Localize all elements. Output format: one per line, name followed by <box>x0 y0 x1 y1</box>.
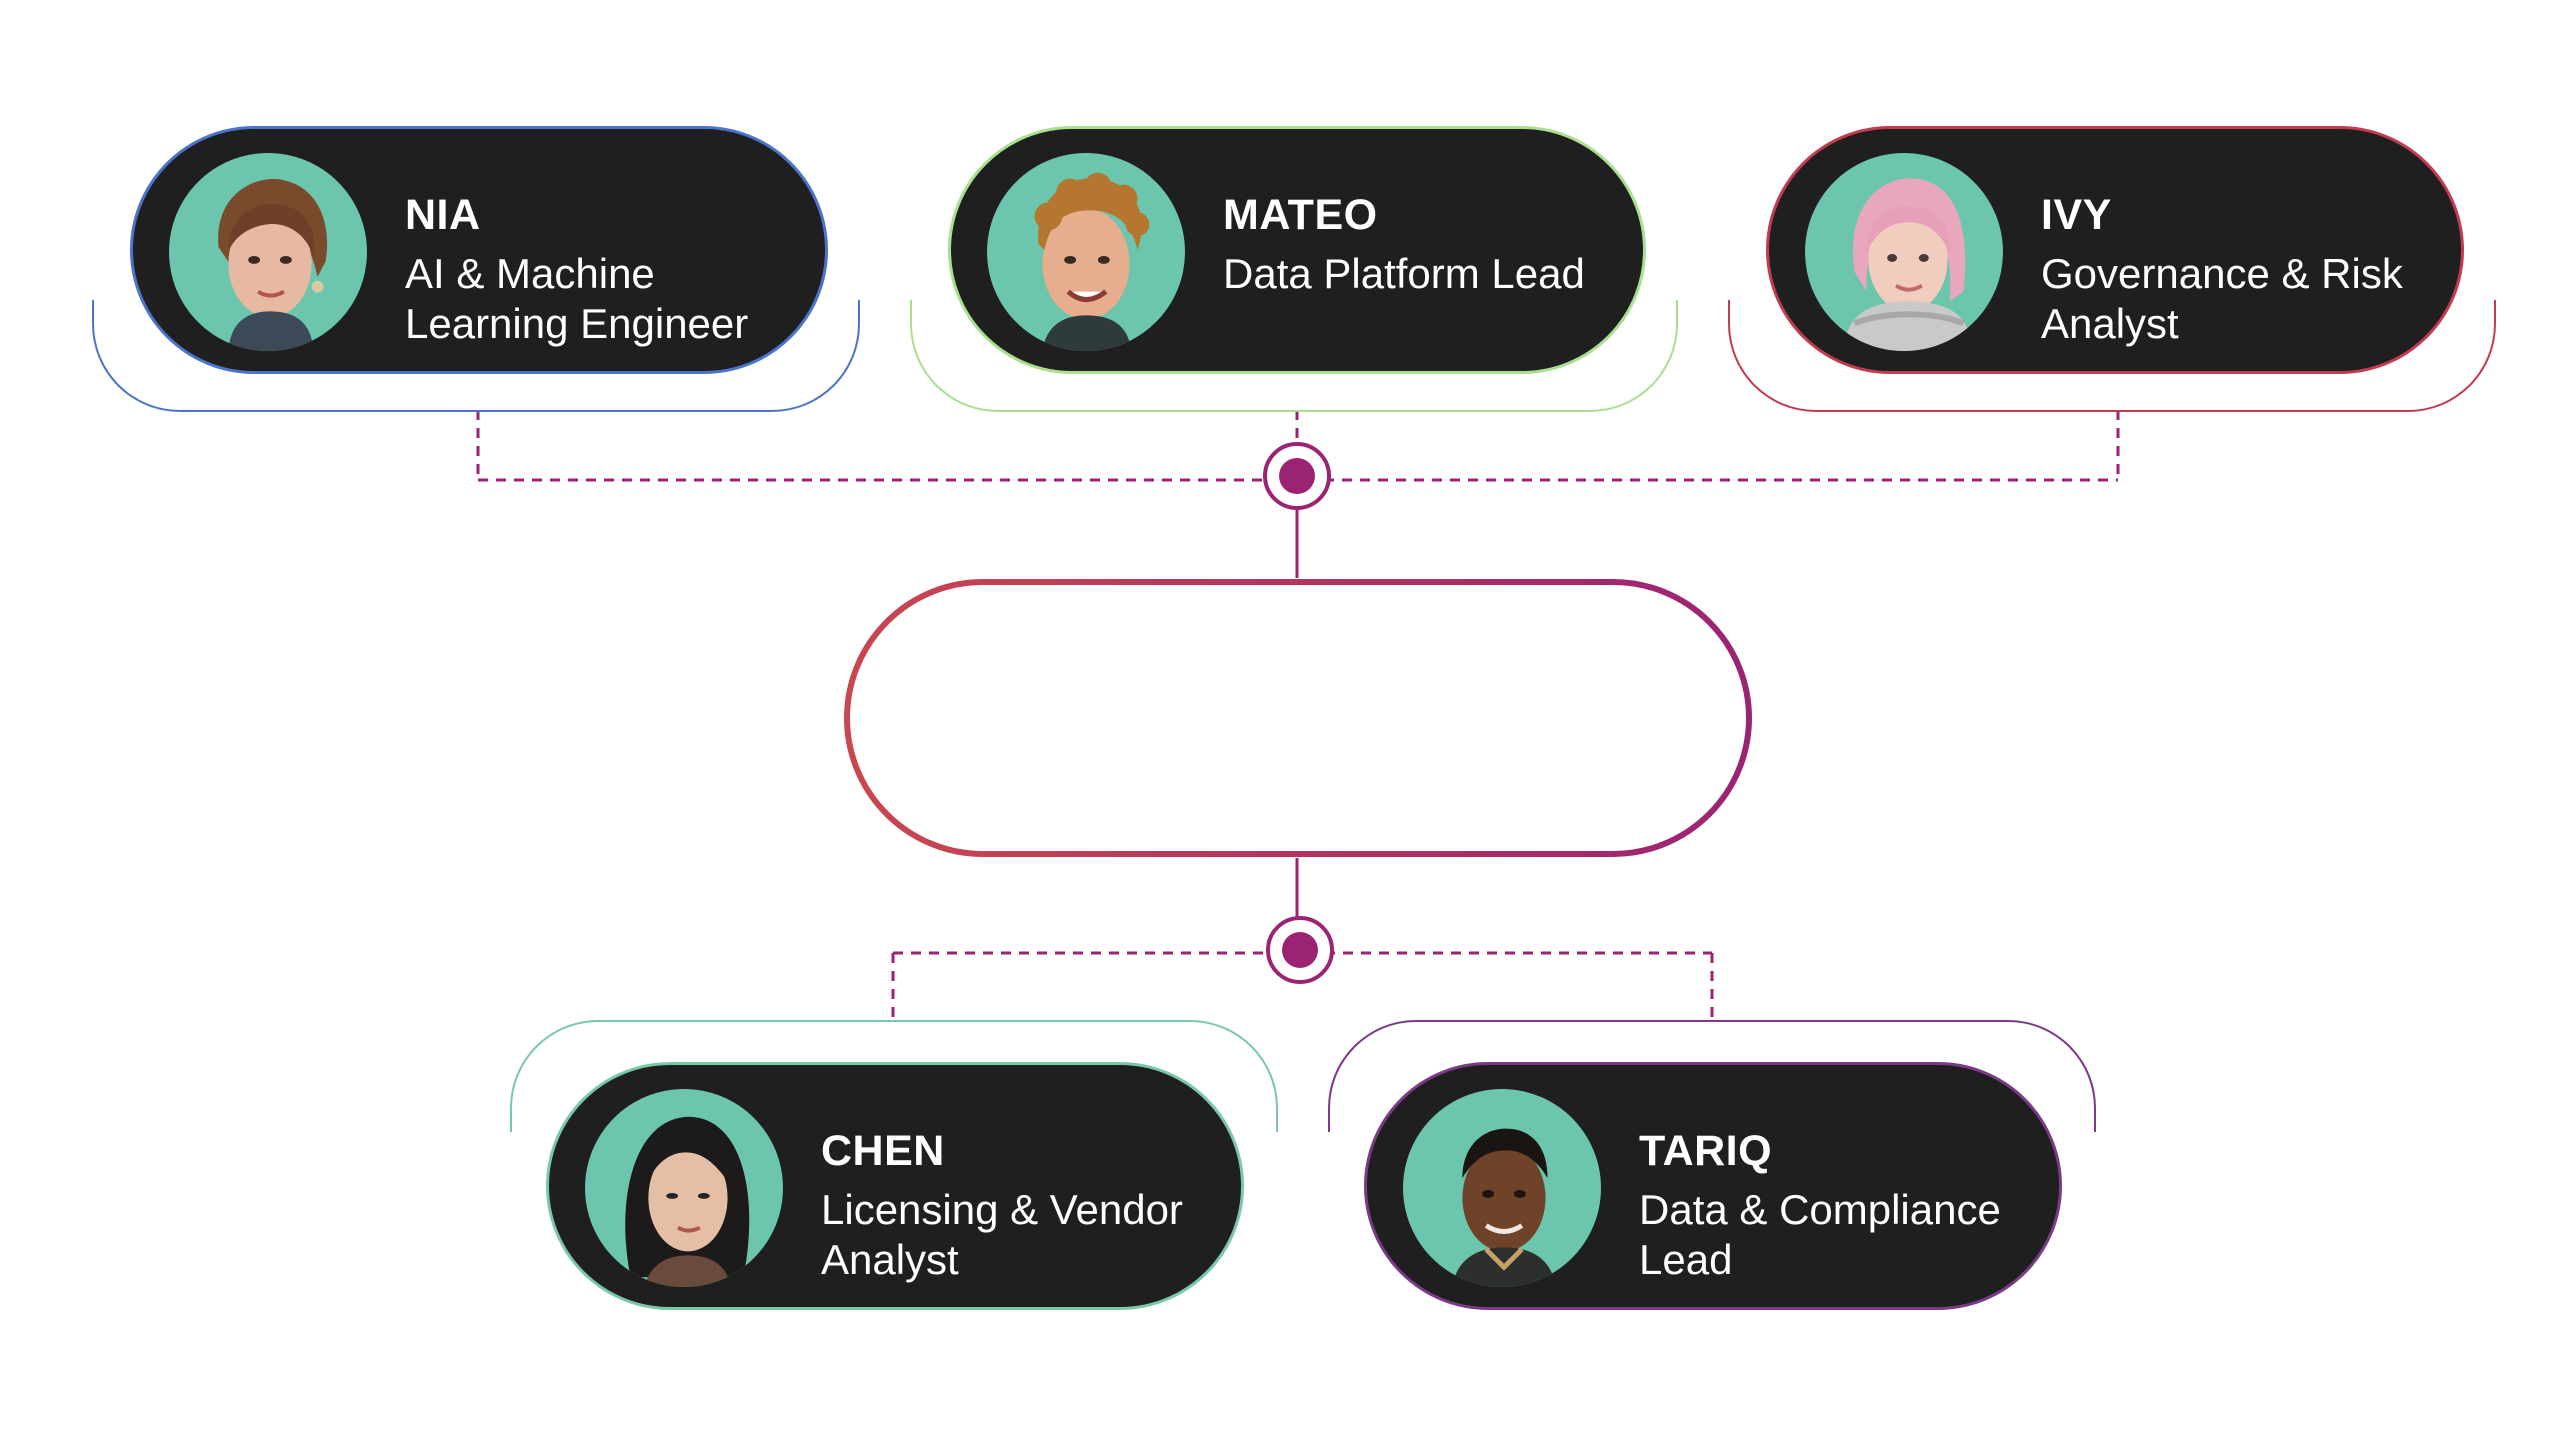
top-hub-node <box>1263 442 1331 510</box>
bottom-hub-node <box>1266 916 1334 984</box>
bottom-connector <box>891 951 1714 1022</box>
member-role: Licensing & Vendor Analyst <box>821 1186 1183 1283</box>
person-portrait-icon <box>1844 178 1972 351</box>
member-role: Governance & Risk Analyst <box>2041 250 2403 347</box>
member-name: TARIQ <box>1639 1127 1773 1175</box>
team-card-tariq[interactable]: TARIQ Data & Compliance Lead <box>1364 1062 2062 1310</box>
avatar-chen <box>585 1089 783 1287</box>
avatar-ivy <box>1805 153 2003 351</box>
avatar-nia <box>169 153 367 351</box>
center-label-box <box>847 582 1749 854</box>
person-portrait-icon <box>625 1116 750 1287</box>
person-portrait-icon <box>1034 172 1150 351</box>
member-name: MATEO <box>1223 191 1378 239</box>
team-card-mateo[interactable]: MATEO Data Platform Lead <box>948 126 1646 374</box>
member-name: CHEN <box>821 1127 945 1175</box>
avatar-mateo <box>987 153 1185 351</box>
team-card-nia[interactable]: NIA AI & Machine Learning Engineer <box>130 126 828 374</box>
member-role: Data & Compliance Lead <box>1639 1186 2001 1283</box>
member-name: IVY <box>2041 191 2112 239</box>
member-name: NIA <box>405 191 481 239</box>
person-portrait-icon <box>1452 1128 1556 1287</box>
avatar-tariq <box>1403 1089 1601 1287</box>
team-card-ivy[interactable]: IVY Governance & Risk Analyst <box>1766 126 2464 374</box>
center-box <box>844 579 1752 857</box>
team-card-chen[interactable]: CHEN Licensing & Vendor Analyst <box>546 1062 1244 1310</box>
person-portrait-icon <box>218 179 328 351</box>
member-role: AI & Machine Learning Engineer <box>405 250 749 347</box>
member-role: Data Platform Lead <box>1223 250 1585 297</box>
